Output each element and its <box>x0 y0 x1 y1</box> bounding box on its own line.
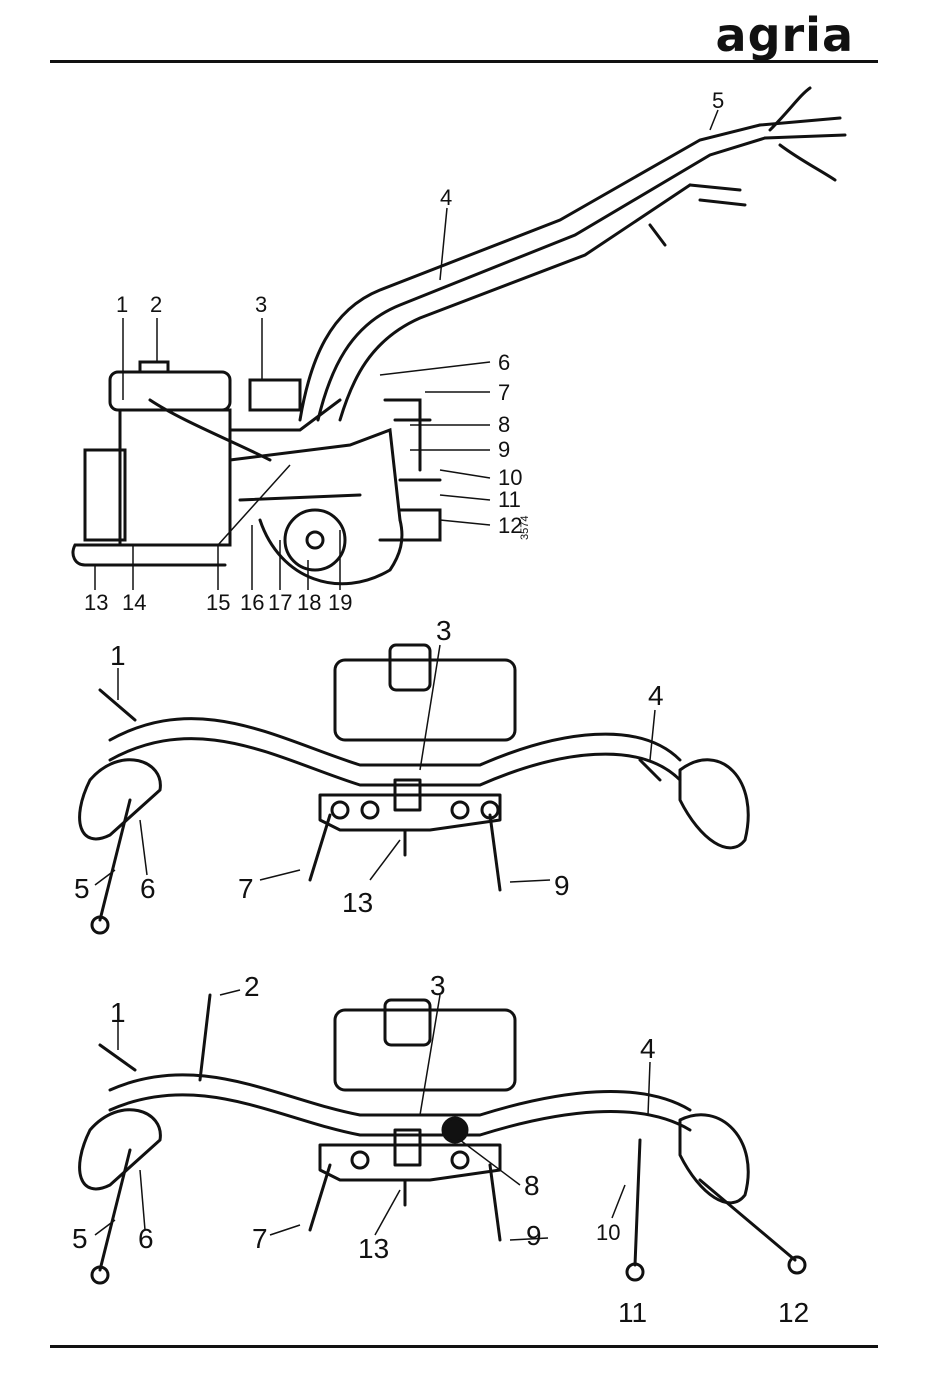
fig3-label-4: 4 <box>640 1033 656 1064</box>
fig1-label-16: 16 <box>240 590 264 615</box>
figure-handlebar-basic: 1 3 4 5 6 7 13 9 <box>0 615 950 955</box>
fig1-label-1: 1 <box>116 292 128 317</box>
fig1-label-14: 14 <box>122 590 146 615</box>
header-rule <box>50 60 878 63</box>
fig1-label-5: 5 <box>712 88 724 113</box>
fig3-label-12: 12 <box>778 1297 809 1328</box>
fig1-label-17: 17 <box>268 590 292 615</box>
fig3-label-10: 10 <box>596 1220 620 1245</box>
fig3-label-8: 8 <box>524 1170 540 1201</box>
fig3-label-1: 1 <box>110 997 126 1028</box>
fig3-label-5: 5 <box>72 1223 88 1254</box>
fig2-label-13: 13 <box>342 887 373 918</box>
figure-side-view: 1 2 3 4 5 6 7 8 9 10 11 12 3574 13 14 15… <box>0 70 950 690</box>
fig1-label-13: 13 <box>84 590 108 615</box>
footer-rule <box>50 1345 878 1348</box>
fig3-label-6: 6 <box>138 1223 154 1254</box>
fig1-label-6: 6 <box>498 350 510 375</box>
fig1-label-11: 11 <box>498 487 521 512</box>
fig1-label-15: 15 <box>206 590 230 615</box>
fig3-label-3: 3 <box>430 970 446 1001</box>
figure-handlebar-extended: 1 2 3 4 5 6 7 13 8 9 10 11 12 <box>0 960 950 1340</box>
fig2-label-7: 7 <box>238 873 254 904</box>
fig2-label-1: 1 <box>110 640 126 671</box>
fig2-label-9: 9 <box>554 870 570 901</box>
fig3-label-11: 11 <box>618 1297 647 1328</box>
fig3-label-7: 7 <box>252 1223 268 1254</box>
fig1-label-9: 9 <box>498 437 510 462</box>
fig3-label-13: 13 <box>358 1233 389 1264</box>
fig1-label-3: 3 <box>255 292 267 317</box>
fig1-label-7: 7 <box>498 380 510 405</box>
agria-logo: agria <box>716 8 854 62</box>
fig3-label-2: 2 <box>244 971 260 1002</box>
fig2-label-5: 5 <box>74 873 90 904</box>
fig1-code: 3574 <box>519 516 531 540</box>
fig1-label-8: 8 <box>498 412 510 437</box>
fig3-label-9: 9 <box>526 1220 542 1251</box>
fig2-label-4: 4 <box>648 680 664 711</box>
fig1-label-4: 4 <box>440 185 452 210</box>
fig1-label-18: 18 <box>297 590 321 615</box>
fig1-label-2: 2 <box>150 292 162 317</box>
fig1-label-19: 19 <box>328 590 352 615</box>
fig2-label-3: 3 <box>436 615 452 646</box>
fig2-label-6: 6 <box>140 873 156 904</box>
